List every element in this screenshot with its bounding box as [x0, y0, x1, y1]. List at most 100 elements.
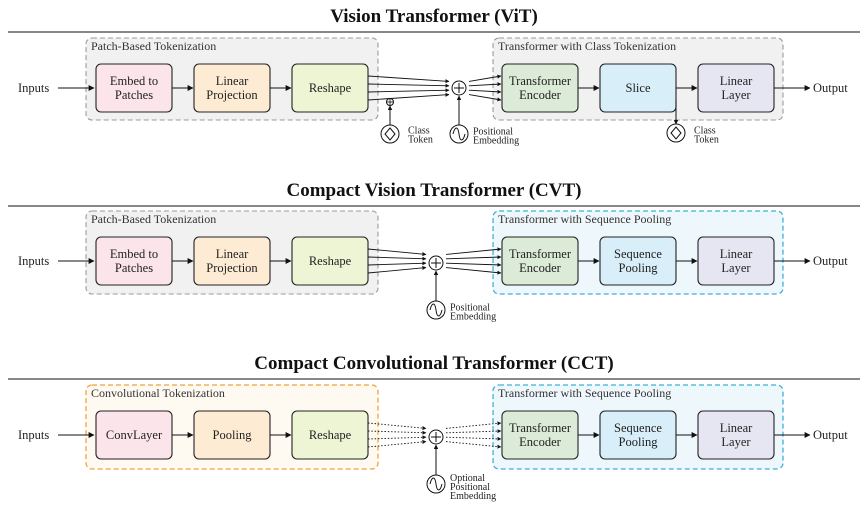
token-arrow-in — [367, 88, 450, 93]
section-vit: Vision Transformer (ViT) Patch-Based Toke… — [8, 6, 860, 147]
block-label: Pooling — [619, 435, 659, 449]
block-label: Linear — [216, 247, 249, 261]
class-token-label: Token — [408, 135, 433, 146]
block-reshape: Reshape — [291, 236, 369, 286]
block-box — [697, 236, 775, 286]
token-arrow-in — [367, 83, 450, 88]
diamond-icon — [670, 126, 682, 140]
block-label: Encoder — [519, 88, 561, 102]
slice-token-label: Class — [694, 126, 716, 137]
slice-token-icon — [666, 123, 686, 143]
pos-embed-label: Embedding — [473, 136, 519, 147]
token-arrow-out — [468, 82, 502, 87]
block-label: Transformer — [509, 247, 572, 261]
block-label: Embed to — [110, 74, 158, 88]
block-label: Reshape — [309, 428, 352, 442]
token-arrow-out — [445, 247, 502, 255]
token-arrow-out — [445, 262, 502, 267]
pos-embed-label: Positional — [473, 127, 513, 138]
block-label: ConvLayer — [106, 428, 163, 442]
section-title: Compact Convolutional Transformer (CCT) — [254, 353, 613, 374]
block-label: Encoder — [519, 435, 561, 449]
block-label: Sequence — [614, 247, 662, 261]
class-token-label: Class — [408, 126, 430, 137]
block-box — [291, 63, 369, 113]
block-label: Pooling — [213, 428, 253, 442]
block-pooling: Pooling — [193, 410, 271, 460]
block-label: Projection — [206, 88, 258, 102]
block-label: Layer — [721, 435, 751, 449]
output-label: Output — [813, 428, 848, 442]
block-label: Patches — [115, 88, 153, 102]
output-label: Output — [813, 254, 848, 268]
diamond-icon — [384, 127, 396, 141]
right-group-label: Transformer with Sequence Pooling — [498, 386, 671, 400]
block-label: Reshape — [309, 254, 352, 268]
token-arrow-out — [445, 267, 502, 275]
section-title: Vision Transformer (ViT) — [330, 6, 538, 27]
sine-wave-icon — [429, 477, 443, 491]
section-cct: Compact Convolutional Transformer (CCT) C… — [8, 353, 860, 502]
block-label: Linear — [216, 74, 249, 88]
block-label: Linear — [720, 247, 753, 261]
class-token-icon — [380, 124, 400, 144]
section-title: Compact Vision Transformer (CVT) — [286, 180, 581, 201]
pos-embed-label: Positional — [450, 482, 490, 493]
block-label: Transformer — [509, 74, 572, 88]
sine-wave-icon — [429, 303, 443, 317]
left-group-label: Convolutional Tokenization — [91, 386, 225, 400]
token-arrow-out — [445, 441, 502, 449]
left-group-label: Patch-Based Tokenization — [91, 212, 216, 226]
token-arrow-out — [468, 89, 502, 94]
block-slice: Slice — [599, 63, 677, 113]
pos-embed-label: Positional — [450, 303, 490, 314]
block-label: Reshape — [309, 81, 352, 95]
block-label: Embed to — [110, 247, 158, 261]
token-arrow-in — [367, 75, 450, 84]
output-label: Output — [813, 81, 848, 95]
token-arrow-out — [468, 94, 502, 102]
block-label: Slice — [626, 81, 651, 95]
input-label: Inputs — [18, 81, 49, 95]
slice-token-label: Token — [694, 135, 719, 146]
token-arrow-in — [367, 261, 427, 266]
section-cvt: Compact Vision Transformer (CVT) Patch-Ba… — [8, 180, 860, 323]
left-group-label: Patch-Based Tokenization — [91, 39, 216, 53]
right-group-label: Transformer with Sequence Pooling — [498, 212, 671, 226]
token-arrow-in — [367, 265, 427, 274]
token-arrow-in — [367, 256, 427, 261]
token-arrow-out — [445, 421, 502, 429]
block-label: Projection — [206, 261, 258, 275]
block-label: Patches — [115, 261, 153, 275]
sine-wave-icon — [452, 127, 466, 141]
block-box — [291, 410, 369, 460]
pos-embed-label: Embedding — [450, 491, 496, 502]
token-arrow-in — [367, 92, 450, 101]
block-label: Encoder — [519, 261, 561, 275]
right-group-label: Transformer with Class Tokenization — [498, 39, 676, 53]
token-arrow-out — [468, 74, 502, 82]
block-convlayer: ConvLayer — [95, 410, 173, 460]
block-box — [291, 236, 369, 286]
block-label: Linear — [720, 74, 753, 88]
pos-embed-label: Embedding — [450, 312, 496, 323]
token-arrow-in — [367, 248, 427, 257]
block-label: Sequence — [614, 421, 662, 435]
block-reshape: Reshape — [291, 63, 369, 113]
block-label: Layer — [721, 88, 751, 102]
token-arrow-out — [445, 255, 502, 260]
input-label: Inputs — [18, 428, 49, 442]
pos-embed-label: Optional — [450, 473, 485, 484]
